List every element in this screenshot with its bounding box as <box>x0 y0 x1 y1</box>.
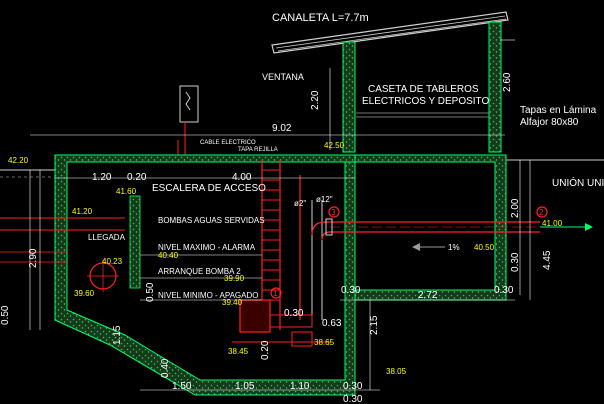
dim-020b: 0.20 <box>260 340 271 360</box>
dim-260: 2.60 <box>502 72 513 92</box>
dimension-lines <box>29 39 531 391</box>
level-4023: 40.23 <box>102 257 123 266</box>
dim-030e: 0.30 <box>343 381 363 392</box>
tapas-label-1: Tapas en Lámina <box>520 105 597 116</box>
water-levels <box>140 254 262 301</box>
dim-030b: 0.30 <box>341 285 361 296</box>
dim-200: 2.00 <box>510 198 521 218</box>
callout-2-text: 2 <box>539 208 544 217</box>
dim-050b: 0.50 <box>0 305 11 325</box>
level-4120: 41.20 <box>72 207 93 216</box>
discharge-pipes <box>299 175 593 320</box>
level-3865: 38.65 <box>314 338 335 347</box>
roof-canaleta <box>271 11 509 54</box>
dim-290: 2.90 <box>28 248 39 268</box>
escalera-label: ESCALERA DE ACCESO <box>152 183 266 194</box>
level-3845: 38.45 <box>228 347 249 356</box>
item-callouts <box>270 206 548 299</box>
level-4160: 41.60 <box>116 187 137 196</box>
inlet-pipe <box>0 217 125 292</box>
dim-115: 1.15 <box>112 325 123 345</box>
level-3940: 39.40 <box>222 298 243 307</box>
caseta-label-1: CASETA DE TABLEROS <box>368 84 479 95</box>
electrical-panel <box>179 85 199 158</box>
dim-030c: 0.30 <box>494 285 514 296</box>
dim-445: 4.45 <box>542 250 553 270</box>
submersible-pump <box>232 299 330 347</box>
inner-walls <box>129 195 141 289</box>
union-label: UNIÓN UNI <box>552 176 604 189</box>
dim-110: 1.10 <box>290 381 310 392</box>
tapa-label: TAPA REJILLA <box>238 147 278 153</box>
ventana-label: VENTANA <box>262 72 304 82</box>
dim-030f: 0.30 <box>343 394 363 404</box>
dim-215: 2.15 <box>369 315 380 335</box>
dim-120: 1.20 <box>92 172 112 183</box>
level-4100: 41.00 <box>542 219 563 228</box>
canaleta-label: CANALETA L=7.7m <box>272 12 369 24</box>
phi12-label: ø12" <box>316 195 333 204</box>
llegada-label: LLEGADA <box>88 233 126 242</box>
nivel-min-label: NIVEL MINIMO - APAGADO <box>158 291 258 300</box>
wet-well-concrete <box>54 154 507 396</box>
level-3960: 39.60 <box>74 289 95 298</box>
dim-272: 2.72 <box>418 290 438 301</box>
phi2-label: ø2" <box>294 199 306 208</box>
dim-902: 9.02 <box>272 123 292 134</box>
tapas-label-2: Alfajor 80x80 <box>520 117 579 128</box>
dim-020: 0.20 <box>127 172 147 183</box>
callout-1-text: 1 <box>273 289 278 298</box>
arranque-label: ARRANQUE BOMBA 2 <box>158 267 241 276</box>
caseta-label-2: ELECTRICOS Y DEPOSITO <box>362 96 489 107</box>
dim-150: 1.50 <box>172 381 192 392</box>
dim-105: 1.05 <box>235 381 255 392</box>
level-4050: 40.50 <box>474 243 495 252</box>
ground-lines <box>0 159 604 178</box>
slope-label: 1% <box>448 243 460 252</box>
dim-030d: 0.30 <box>284 308 304 319</box>
callout-3-text: 3 <box>331 208 336 217</box>
dim-063: 0.63 <box>322 318 342 329</box>
dim-400: 4.00 <box>232 172 252 183</box>
slope-arrow <box>412 243 445 251</box>
level-3990: 39.90 <box>224 274 245 283</box>
nivel-max-label: NIVEL MAXIMO - ALARMA <box>158 243 256 252</box>
cable-label: CABLE ELECTRICO <box>200 140 256 146</box>
dim-040: 0.40 <box>160 358 171 378</box>
bombas-label: BOMBAS AGUAS SERVIDAS <box>158 216 265 225</box>
level-4040: 40.40 <box>158 251 179 260</box>
level-4220: 42.20 <box>8 156 29 165</box>
dim-030a: 0.30 <box>510 252 521 272</box>
dim-050a: 0.50 <box>145 282 156 302</box>
dim-220: 2.20 <box>310 90 321 110</box>
level-4250: 42.50 <box>324 141 345 150</box>
level-3805: 38.05 <box>386 367 407 376</box>
